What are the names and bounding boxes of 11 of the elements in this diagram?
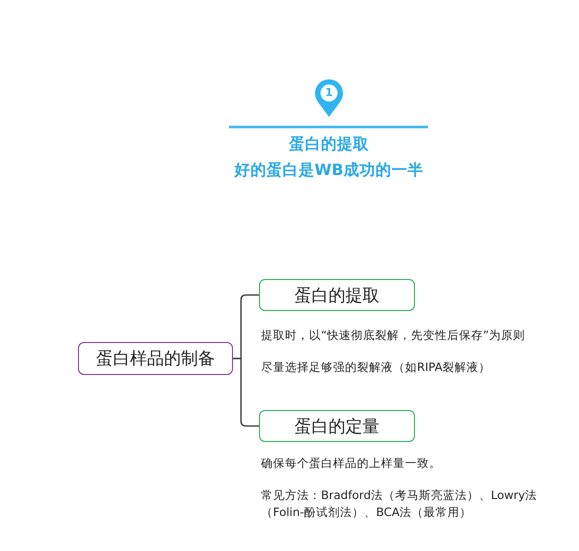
subtopic-box: 蛋白的定量: [259, 410, 415, 442]
note-text: 确保每个蛋白样品的上样量一致。: [261, 455, 441, 472]
step-number: 1: [324, 85, 334, 101]
subtitle: 好的蛋白是WB成功的一半: [233, 160, 424, 181]
note-text: 常见方法：Bradford法（考马斯亮蓝法）、Lowry法（Folin-酚试剂法）、BCA法（最常用）: [261, 487, 538, 521]
title: 蛋白的提取: [288, 134, 370, 155]
note-text: 尽量选择足够强的裂解液（如RIPA裂解液）: [261, 359, 490, 376]
note-text: 提取时，以“快速彻底裂解，先变性后保存”为原则: [261, 327, 525, 344]
topic-box: 蛋白样品的制备: [78, 342, 233, 375]
subtopic-box: 蛋白的提取: [259, 279, 415, 311]
connector-line: [233, 358, 259, 427]
